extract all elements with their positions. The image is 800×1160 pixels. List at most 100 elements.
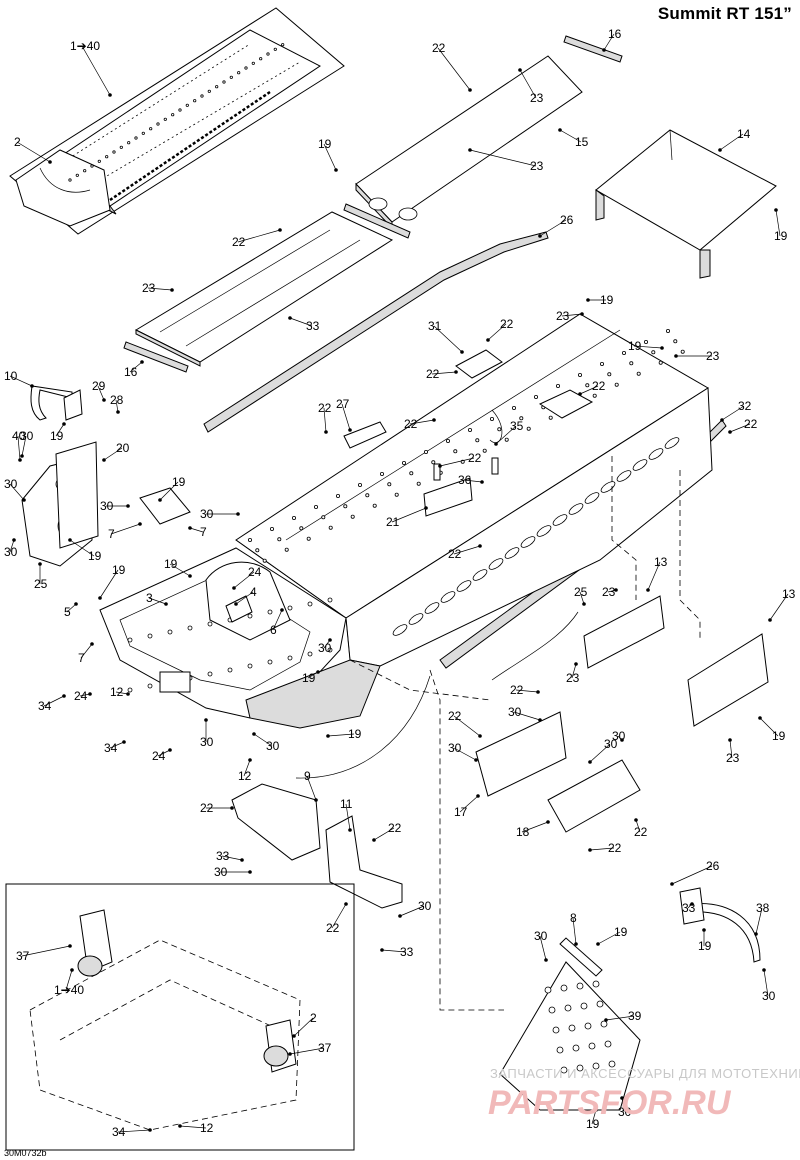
callout-label: 19	[112, 563, 126, 577]
handle-11	[679, 887, 761, 963]
fastener-dot	[278, 228, 282, 232]
callout-label: 22	[448, 709, 462, 723]
callout-label: 19	[586, 1117, 600, 1131]
fastener-dot	[582, 602, 586, 606]
callout-label: 13	[654, 555, 668, 569]
fastener-dot	[474, 758, 478, 762]
fastener-dot	[728, 430, 732, 434]
slider-26	[203, 231, 549, 433]
callout-label: 31	[428, 319, 442, 333]
plate-8	[499, 961, 641, 1111]
callout-label: 7	[78, 651, 85, 665]
fastener-dot	[102, 398, 106, 402]
fastener-dot	[544, 958, 548, 962]
bracket-9	[559, 937, 603, 977]
fastener-dot	[620, 738, 624, 742]
callout-label: 33	[682, 901, 696, 915]
callout-label: 30	[618, 1105, 632, 1119]
fastener-dot	[476, 794, 480, 798]
callout-label: 25	[34, 577, 48, 591]
panel-15	[355, 55, 583, 230]
callout-label: 1➔40	[54, 983, 84, 997]
callout-label: 19	[88, 549, 102, 563]
callout-label: 29	[92, 379, 106, 393]
fastener-dot	[348, 828, 352, 832]
fastener-dot	[234, 602, 238, 606]
fastener-dot	[380, 948, 384, 952]
callout-label: 26	[560, 213, 574, 227]
fastener-dot	[48, 160, 52, 164]
bracket-19-left	[139, 487, 191, 525]
fastener-dot	[140, 360, 144, 364]
fastener-dot	[586, 298, 590, 302]
callout-label: 12	[110, 685, 124, 699]
callout-label: 34	[104, 741, 118, 755]
callout-label: 23	[566, 671, 580, 685]
fastener-dot	[594, 1108, 598, 1112]
fastener-dot	[720, 418, 724, 422]
fastener-dot	[702, 928, 706, 932]
callout-label: 8	[570, 911, 577, 925]
callout-label: 13	[782, 587, 796, 601]
callout-label: 19	[302, 671, 316, 685]
fastener-dot	[326, 734, 330, 738]
callout-label: 19	[164, 557, 178, 571]
fastener-dot	[292, 1034, 296, 1038]
fastener-dot	[438, 464, 442, 468]
callout-label: 23	[602, 585, 616, 599]
callout-label: 1➔40	[70, 39, 100, 53]
fastener-dot	[178, 1124, 182, 1128]
fastener-dot	[620, 1096, 624, 1100]
fastener-dot	[546, 820, 550, 824]
callout-label: 22	[318, 401, 332, 415]
fastener-dot	[70, 968, 74, 972]
fastener-dot	[62, 422, 66, 426]
bracket-31	[538, 389, 594, 419]
drawing-code: 30M0732b	[4, 1148, 47, 1158]
callout-label: 9	[304, 769, 311, 783]
fastener-dot	[424, 506, 428, 510]
callout-label: 22	[500, 317, 514, 331]
callout-label: 11	[340, 797, 353, 811]
fastener-dot	[188, 574, 192, 578]
callout-label: 28	[110, 393, 124, 407]
callout-label: 2	[14, 135, 21, 149]
rail-16-mid	[343, 203, 411, 239]
callout-label: 18	[516, 825, 530, 839]
engine-mount-inset	[5, 883, 355, 1151]
assembly-arrows	[295, 409, 579, 779]
callout-label: 37	[318, 1041, 332, 1055]
overview-inset	[9, 7, 345, 235]
panel-33	[134, 211, 394, 367]
callout-label: 19	[50, 429, 64, 443]
watermark-tagline: ЗАПЧАСТИ И АКСЕССУАРЫ ДЛЯ МОТОТЕХНИКИ	[490, 1066, 800, 1081]
callout-label: 33	[216, 849, 230, 863]
callout-label: 22	[404, 417, 418, 431]
fastener-dot	[108, 93, 112, 97]
fastener-dot	[398, 914, 402, 918]
bracket-18	[325, 815, 403, 909]
fastener-dot	[614, 588, 618, 592]
fastener-dot	[478, 734, 482, 738]
fastener-dot	[126, 692, 130, 696]
fastener-dot	[690, 902, 694, 906]
fastener-dot	[348, 428, 352, 432]
callout-label: 16	[608, 27, 622, 41]
fastener-dot	[126, 504, 130, 508]
callout-label: 7	[108, 527, 115, 541]
fastener-dot	[478, 544, 482, 548]
callout-label: 22	[510, 683, 524, 697]
bracket-17	[231, 783, 321, 861]
fastener-dot	[20, 454, 24, 458]
fastener-dot	[164, 602, 168, 606]
front-frame	[99, 547, 381, 729]
fastener-dot	[88, 692, 92, 696]
callout-label: 30	[418, 899, 432, 913]
callout-label: 34	[38, 699, 52, 713]
fastener-dot	[344, 902, 348, 906]
callout-label: 22	[426, 367, 440, 381]
callout-label: 30	[20, 429, 34, 443]
fastener-dot	[494, 442, 498, 446]
fastener-dot	[232, 586, 236, 590]
callout-label: 23	[530, 159, 544, 173]
